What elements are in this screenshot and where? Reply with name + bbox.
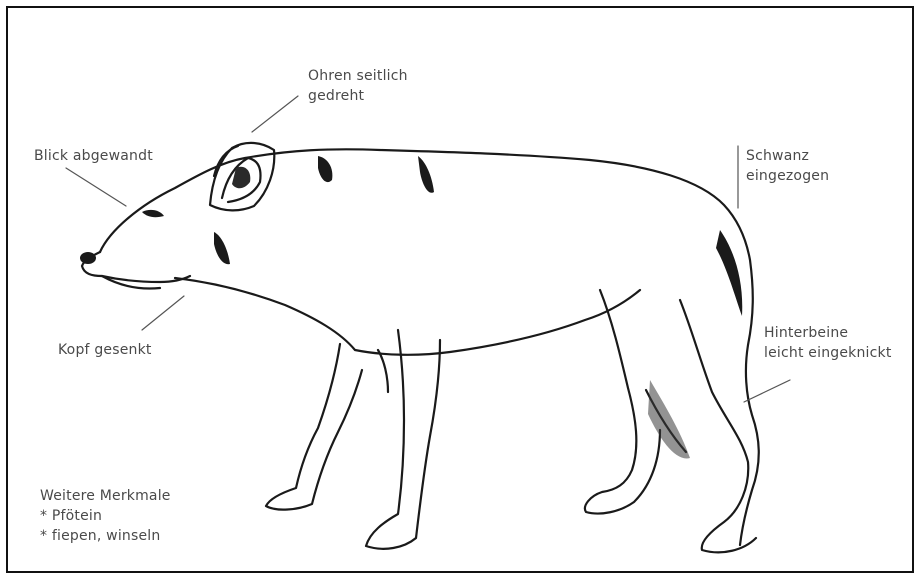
label-hind-legs-line-1: Hinterbeine <box>764 323 892 343</box>
label-gaze-line-1: Blick abgewandt <box>34 146 153 166</box>
further-features-item: * fiepen, winseln <box>40 526 171 546</box>
shading-shoulder <box>318 156 332 182</box>
dog-underside <box>175 278 640 355</box>
further-features-item: * Pfötein <box>40 506 171 526</box>
label-ears-line-2: gedreht <box>308 86 408 106</box>
front-leg-right <box>366 330 440 549</box>
label-head-line-1: Kopf gesenkt <box>58 340 152 360</box>
label-head-lowered: Kopf gesenkt <box>58 340 152 360</box>
further-features-item-2: fiepen, winseln <box>52 528 161 544</box>
pointer-hinterbeine <box>744 380 790 402</box>
label-tail-tucked: Schwanz eingezogen <box>746 146 829 186</box>
dog-head <box>82 252 190 282</box>
dog-nose <box>80 252 96 264</box>
label-ears-turned: Ohren seitlich gedreht <box>308 66 408 106</box>
dog-eye <box>142 210 164 217</box>
further-features-item-1: Pfötein <box>52 508 102 524</box>
dog-body-outline <box>100 149 759 545</box>
label-hind-legs-line-2: leicht eingeknickt <box>764 343 892 363</box>
bullet-marker: * <box>40 508 52 524</box>
pointer-kopf <box>142 296 184 330</box>
label-tail-line-1: Schwanz <box>746 146 829 166</box>
label-hind-legs: Hinterbeine leicht eingeknickt <box>764 323 892 363</box>
label-tail-line-2: eingezogen <box>746 166 829 186</box>
bullet-marker: * <box>40 528 52 544</box>
pointer-blick <box>66 168 126 206</box>
label-gaze-averted: Blick abgewandt <box>34 146 153 166</box>
pointer-ohren <box>252 96 298 132</box>
label-ears-line-1: Ohren seitlich <box>308 66 408 86</box>
further-features-block: Weitere Merkmale * Pfötein * fiepen, win… <box>40 486 171 546</box>
front-leg-left <box>266 344 362 510</box>
further-features-heading: Weitere Merkmale <box>40 486 171 506</box>
